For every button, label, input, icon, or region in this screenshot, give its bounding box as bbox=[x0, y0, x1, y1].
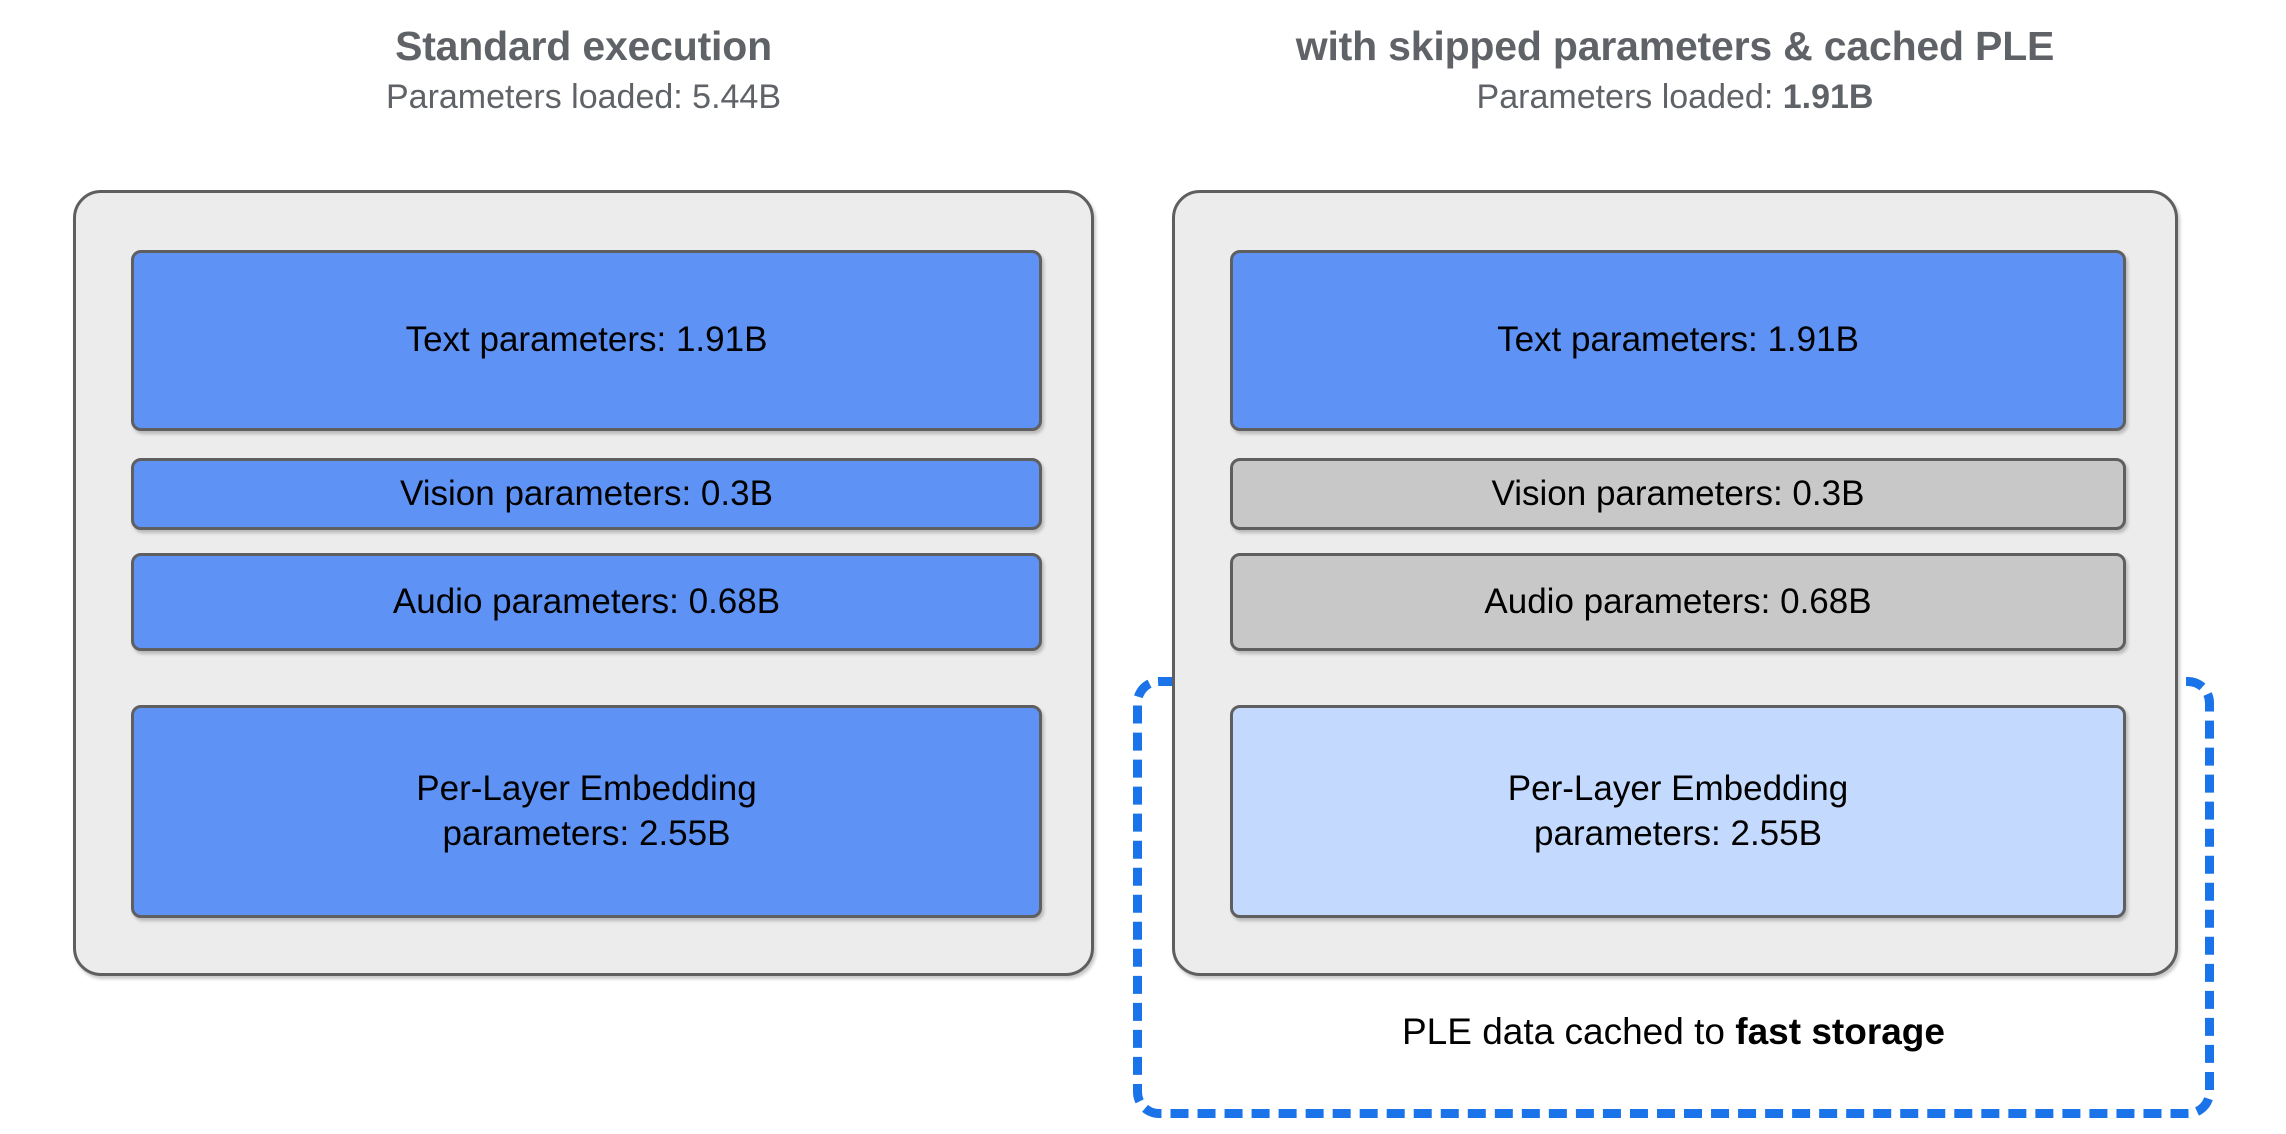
param-box-label: Vision parameters: 0.3B bbox=[400, 473, 773, 513]
column-title-standard: Standard execution bbox=[395, 23, 772, 69]
panel-standard: Text parameters: 1.91B Vision parameters… bbox=[73, 190, 1094, 976]
param-box-vision-optimized[interactable]: Vision parameters: 0.3B bbox=[1230, 458, 2126, 530]
subtitle-prefix-optimized: Parameters loaded: bbox=[1476, 78, 1783, 116]
param-box-ple-standard[interactable]: Per-Layer Embedding parameters: 2.55B bbox=[131, 705, 1042, 918]
param-box-audio-optimized[interactable]: Audio parameters: 0.68B bbox=[1230, 553, 2126, 651]
param-box-audio-standard[interactable]: Audio parameters: 0.68B bbox=[131, 553, 1042, 651]
panel-optimized: Text parameters: 1.91B Vision parameters… bbox=[1172, 190, 2178, 976]
column-subtitle-optimized: Parameters loaded: 1.91B bbox=[1172, 78, 2178, 117]
subtitle-prefix-standard: Parameters loaded: bbox=[385, 78, 693, 116]
param-box-label: Per-Layer Embedding bbox=[416, 768, 757, 808]
param-box-label: Per-Layer Embedding bbox=[1507, 768, 1849, 808]
column-title-optimized: with skipped parameters & cached PLE bbox=[1295, 23, 2055, 69]
cache-caption-prefix: PLE data cached to bbox=[1402, 1011, 1736, 1052]
param-box-label: Text parameters: 1.91B bbox=[1497, 320, 1859, 360]
param-box-label-line2: parameters: 2.55B bbox=[442, 813, 731, 853]
param-box-label: Audio parameters: 0.68B bbox=[1484, 581, 1872, 621]
subtitle-value-optimized: 1.91B bbox=[1782, 78, 1874, 116]
column-subtitle-standard: Parameters loaded: 5.44B bbox=[73, 78, 1094, 117]
param-box-vision-standard[interactable]: Vision parameters: 0.3B bbox=[131, 458, 1042, 530]
param-box-label: Audio parameters: 0.68B bbox=[392, 581, 781, 621]
cache-caption-emphasis: fast storage bbox=[1735, 1011, 1945, 1052]
param-box-label: Text parameters: 1.91B bbox=[405, 320, 768, 360]
param-box-label-line2: parameters: 2.55B bbox=[1534, 813, 1822, 853]
subtitle-value-standard: 5.44B bbox=[692, 78, 782, 116]
param-box-label: Vision parameters: 0.3B bbox=[1491, 473, 1865, 513]
param-box-text-optimized[interactable]: Text parameters: 1.91B bbox=[1230, 250, 2126, 431]
cache-caption: PLE data cached to fast storage bbox=[1133, 1011, 2214, 1053]
param-box-text-standard[interactable]: Text parameters: 1.91B bbox=[131, 250, 1042, 431]
param-box-ple-optimized[interactable]: Per-Layer Embedding parameters: 2.55B bbox=[1230, 705, 2126, 918]
